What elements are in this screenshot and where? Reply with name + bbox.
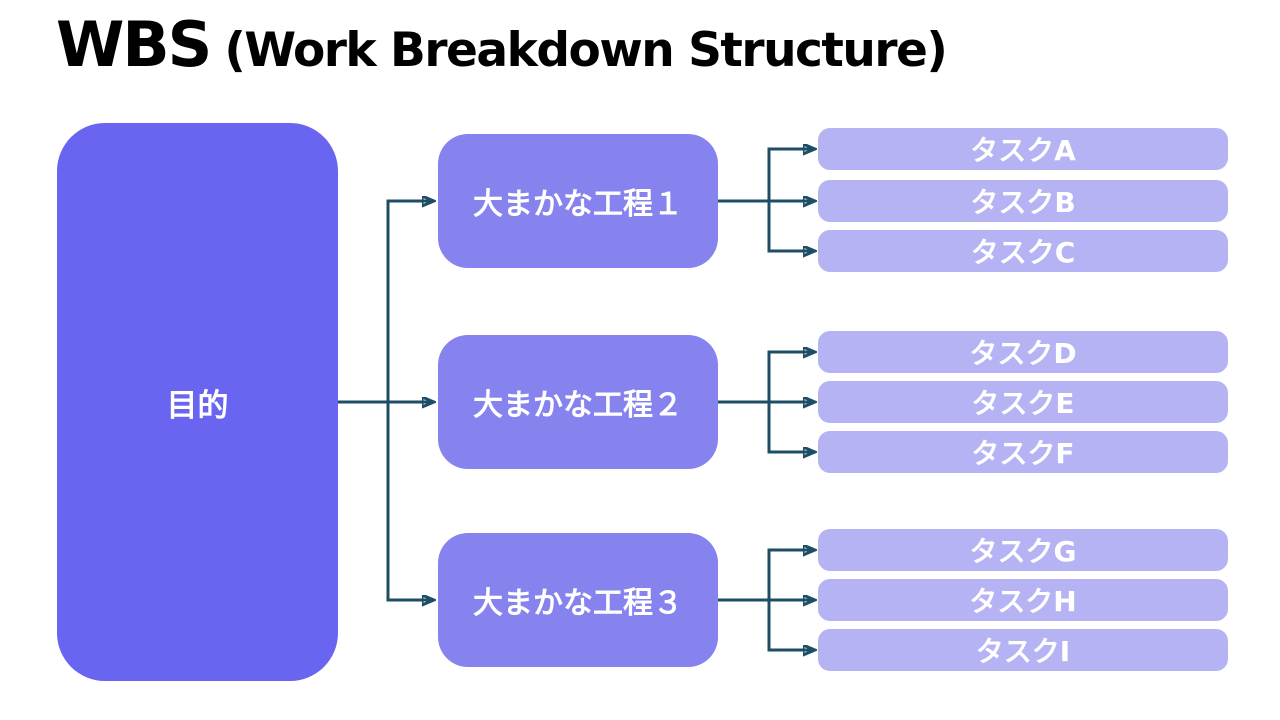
connector-process2-to-task-f [767,402,814,452]
task-node-f: タスクF [818,431,1228,473]
process-node-label: 大まかな工程３ [473,586,683,621]
task-node-label: タスクB [970,186,1076,219]
process-node-1: 大まかな工程１ [438,134,718,268]
task-node-label: タスクD [969,337,1077,370]
connector-process3-to-task-i [767,600,814,650]
task-node-c: タスクC [818,230,1228,272]
process-node-label: 大まかな工程１ [473,187,683,222]
connector-root-to-process3 [386,402,433,600]
task-node-a: タスクA [818,128,1228,170]
task-node-g: タスクG [818,529,1228,571]
root-node-label: 目的 [166,387,229,424]
task-node-label: タスクG [969,535,1077,568]
task-node-e: タスクE [818,381,1228,423]
task-node-label: タスクE [971,387,1075,420]
task-node-d: タスクD [818,331,1228,373]
process-node-label: 大まかな工程２ [473,388,683,423]
connector-process2-to-task-d [767,352,814,402]
root-node-purpose: 目的 [57,123,338,681]
task-node-i: タスクI [818,629,1228,671]
task-node-label: タスクA [970,134,1076,167]
title-main: WBS [56,8,212,81]
connector-process3-to-task-g [767,550,814,600]
page-title: WBS (Work Breakdown Structure) [56,8,948,81]
connector-root-to-process1 [386,201,433,402]
task-node-label: タスクI [975,635,1071,668]
connector-process1-to-task-a [767,149,814,201]
task-node-label: タスクC [970,236,1076,269]
task-node-label: タスクF [971,437,1075,470]
task-node-b: タスクB [818,180,1228,222]
task-node-h: タスクH [818,579,1228,621]
connector-process1-to-task-c [767,201,814,251]
process-node-3: 大まかな工程３ [438,533,718,667]
title-sub: (Work Breakdown Structure) [224,23,948,78]
process-node-2: 大まかな工程２ [438,335,718,469]
task-node-label: タスクH [969,585,1077,618]
